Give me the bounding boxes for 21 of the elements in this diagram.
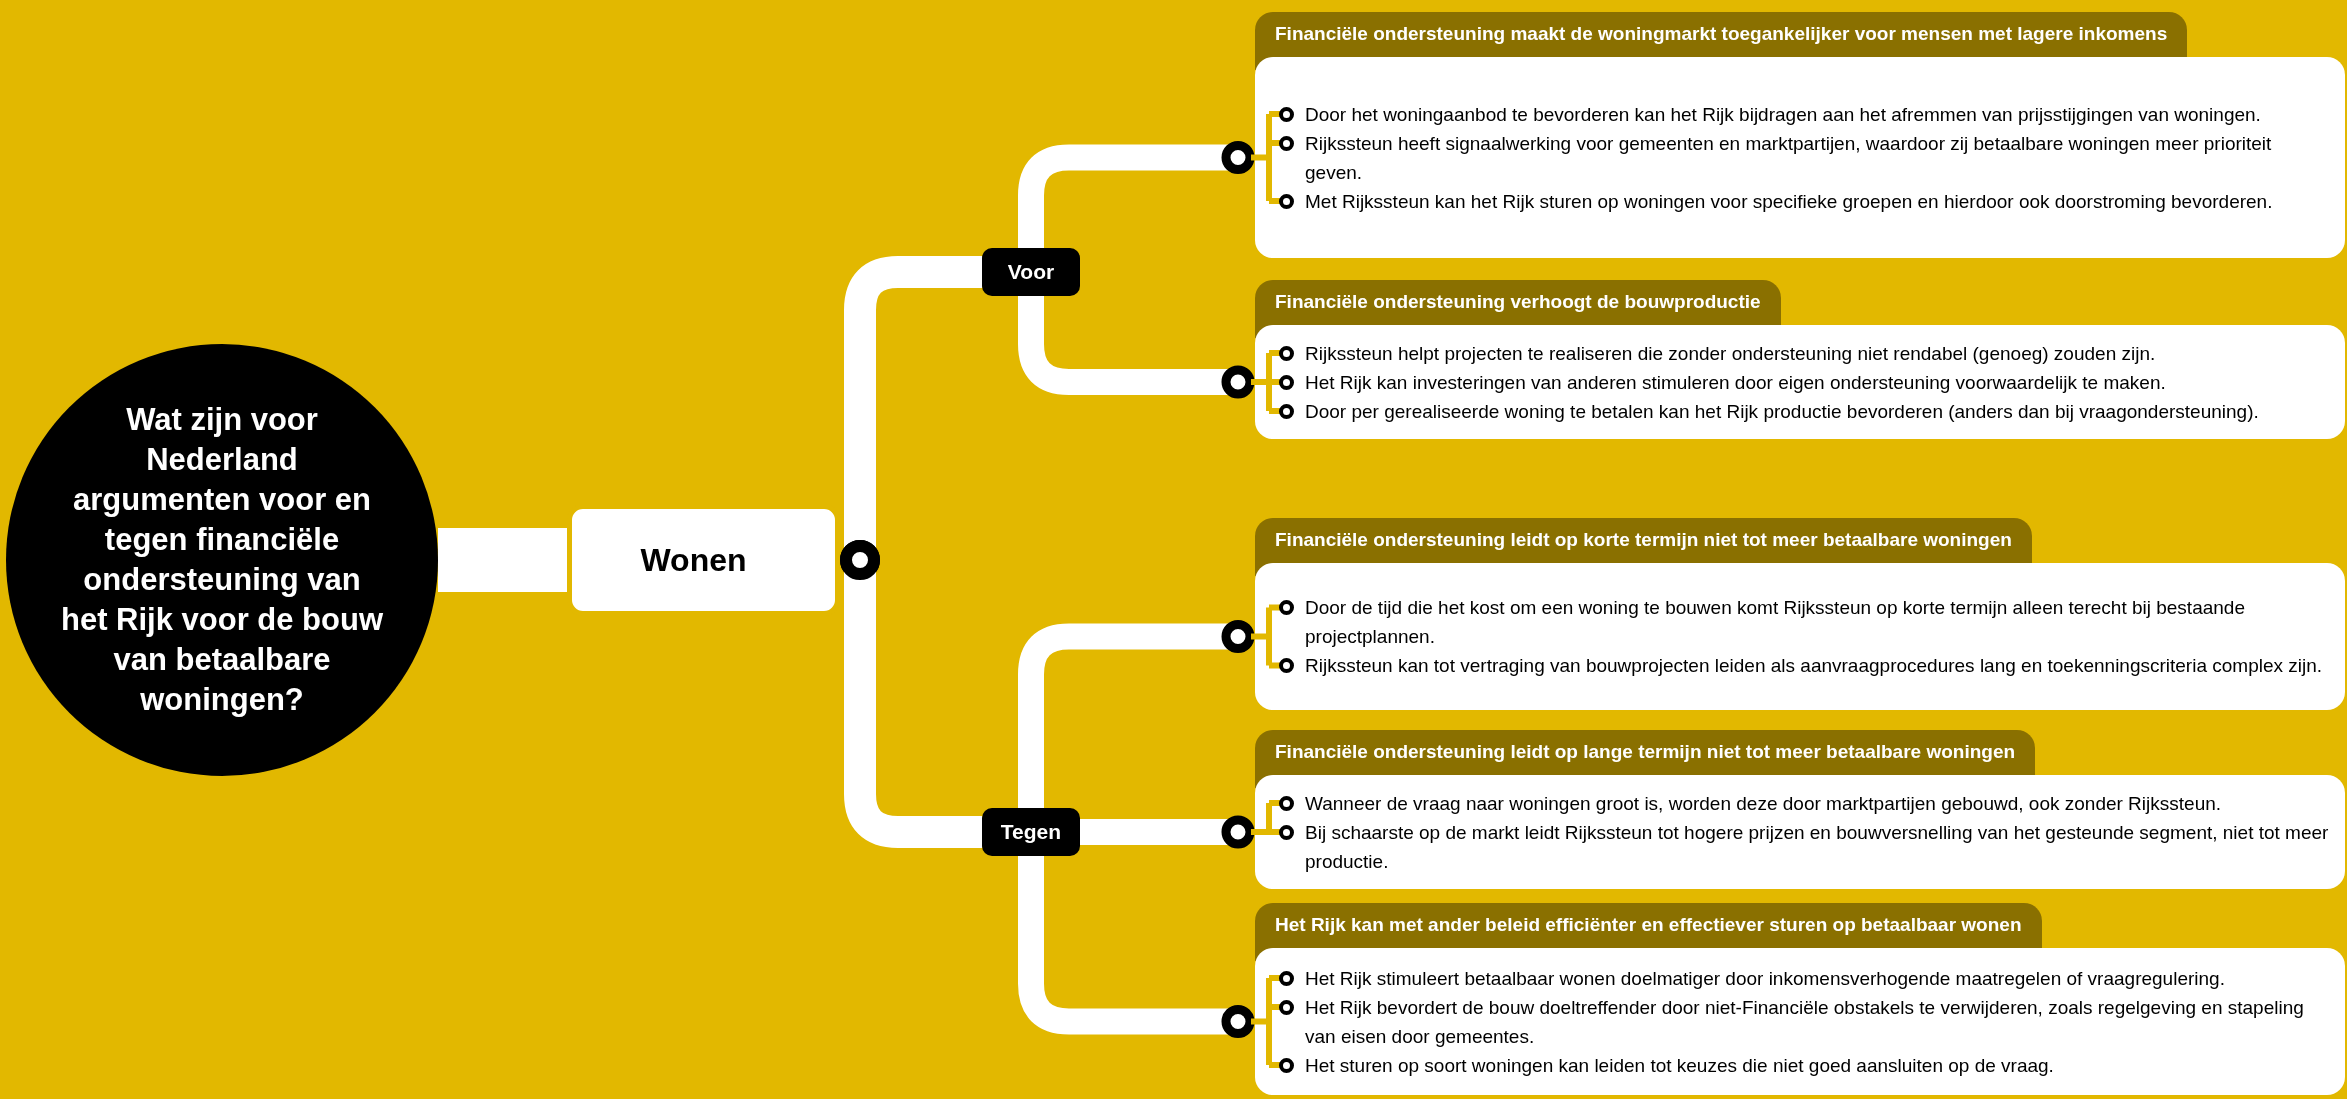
connector-line xyxy=(1018,620,1255,808)
argument-text: Het Rijk bevordert de bouw doeltreffender door niet-Financiële obstakels te verwijderen, zoals regelgeving en stapeling van eisen door gemeentes. xyxy=(1305,995,2305,1049)
argument-text: Rijkssteun heeft signaalwerking voor gemeenten en marktpartijen, waardoor zij betaalbare woningen meer prioriteit geven. xyxy=(1305,131,2273,185)
branch-label: Tegen xyxy=(982,808,1080,856)
branch-label: Voor xyxy=(982,248,1080,296)
connector-line xyxy=(438,528,567,592)
argument-text: Door per gerealiseerde woning te betalen kan het Rijk productie bevorderen (anders dan bij vraagondersteuning). xyxy=(1305,399,2260,424)
argument-text: Door het woningaanbod te bevorderen kan het Rijk bijdragen aan het afremmen van prijsstijgingen van woningen. xyxy=(1305,102,2262,127)
argument-text: Het Rijk kan investeringen van anderen stimuleren door eigen ondersteuning voorwaardelijk te maken. xyxy=(1305,370,2167,395)
argument-text: Het Rijk stimuleert betaalbaar wonen doelmatiger door inkomensverhogende maatregelen of vraagregulering. xyxy=(1305,966,2226,991)
argument-text: Door de tijd die het kost om een woning te bouwen komt Rijkssteun op korte termijn alleen terecht bij bestaande projectplannen. xyxy=(1305,596,2246,649)
connector-line xyxy=(1018,856,1255,1038)
argument-text: Wanneer de vraag naar woningen groot is, worden deze door marktpartijen gebouwd, ook zonder Rijkssteun. xyxy=(1305,791,2223,816)
argument-text: Rijkssteun helpt projecten te realiseren die zonder ondersteuning niet rendabel (genoeg) zouden zijn. xyxy=(1305,341,2157,366)
connector-line xyxy=(1018,141,1255,248)
argument-text: Bij schaarste op de markt leidt Rijkssteun tot hogere prijzen en bouwversnelling van het gesteunde segment, niet tot meer productie. xyxy=(1305,820,2330,874)
argument-text: Met Rijkssteun kan het Rijk sturen op woningen voor specifieke groepen en hierdoor ook doorstroming bevorderen. xyxy=(1305,189,2274,214)
connector-line xyxy=(1018,296,1255,399)
argument-text: Rijkssteun kan tot vertraging van bouwprojecten leiden als aanvraagprocedures lang en toekenningscriteria complex zijn. xyxy=(1305,654,2324,678)
connector-line xyxy=(1080,815,1255,849)
argument-text: Het sturen op soort woningen kan leiden tot keuzes die niet goed aansluiten op de vraag. xyxy=(1305,1053,2055,1078)
